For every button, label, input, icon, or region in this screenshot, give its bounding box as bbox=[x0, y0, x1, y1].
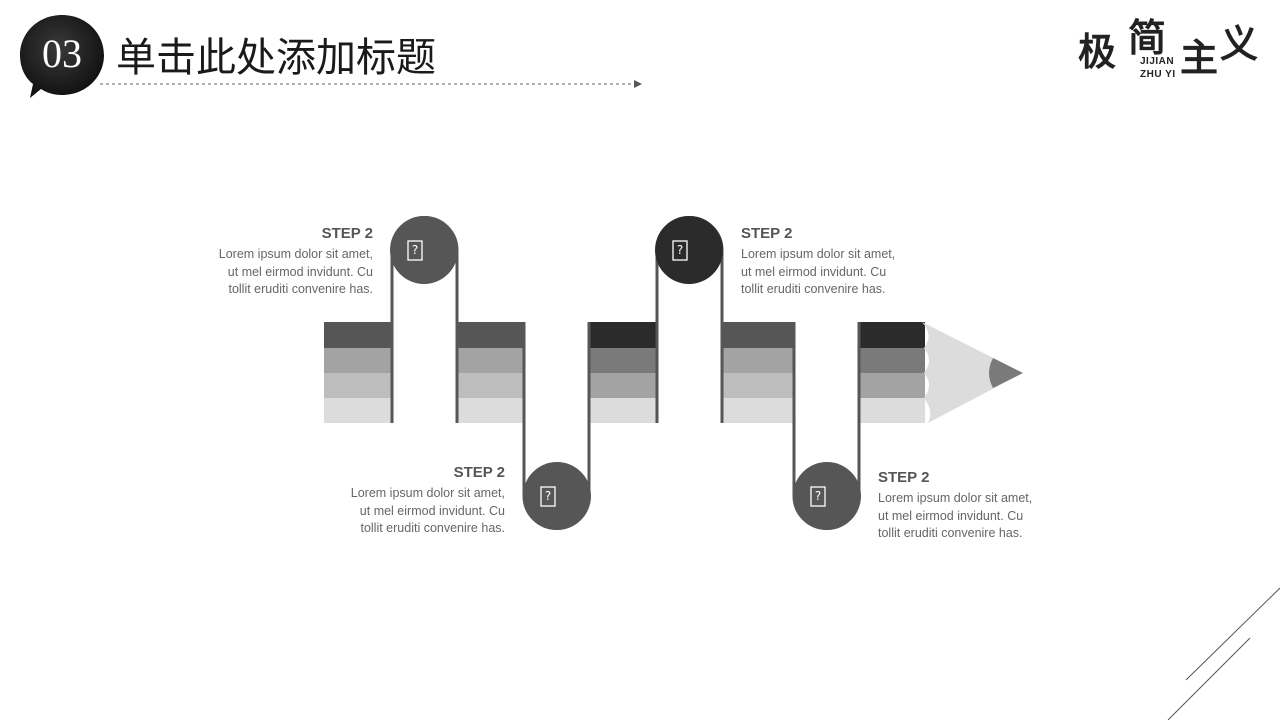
logo-subtitle-line1: JIJIAN bbox=[1140, 56, 1175, 67]
step-2-desc-line-2: ut mel eirmod invidunt. Cu bbox=[359, 503, 505, 518]
page-title[interactable]: 单击此处添加标题 bbox=[116, 35, 436, 81]
pencil-tip bbox=[922, 322, 1023, 423]
step-1-title: STEP 2 bbox=[321, 225, 373, 242]
pencil-segment-4 bbox=[722, 322, 795, 423]
step-3-circle bbox=[655, 216, 723, 284]
logo-char-2: 简 bbox=[1128, 16, 1167, 60]
pencil-segment-2 bbox=[457, 322, 525, 423]
step-3-title: STEP 2 bbox=[741, 225, 793, 242]
corner-decoration-lines bbox=[1167, 587, 1280, 720]
step-4-desc-line-1: Lorem ipsum dolor sit amet, bbox=[878, 491, 1033, 505]
pencil-segment-5 bbox=[859, 322, 925, 423]
step-1-desc-line-1: Lorem ipsum dolor sit amet, bbox=[218, 247, 373, 261]
step-3-icon-glyph: ? bbox=[676, 243, 684, 257]
step-3-desc-line-2: ut mel eirmod invidunt. Cu bbox=[741, 264, 887, 279]
logo-char-1: 极 bbox=[1078, 30, 1117, 74]
pencil-segment-3 bbox=[589, 322, 657, 423]
step-3-description: Lorem ipsum dolor sit amet, ut mel eirmo… bbox=[741, 246, 895, 299]
step-2-description: Lorem ipsum dolor sit amet, ut mel eirmo… bbox=[351, 485, 505, 538]
step-4-description: Lorem ipsum dolor sit amet, ut mel eirmo… bbox=[878, 490, 1032, 543]
step-2-placeholder-icon bbox=[540, 486, 556, 507]
step-1-icon-glyph: ? bbox=[411, 243, 419, 257]
step-2-desc-line-1: Lorem ipsum dolor sit amet, bbox=[350, 486, 505, 500]
logo-subtitle-line2: ZHU YI bbox=[1140, 69, 1176, 80]
pencil-segment-1 bbox=[324, 322, 392, 423]
title-underline-arrow bbox=[100, 80, 642, 88]
step-2-icon-glyph: ? bbox=[544, 489, 552, 503]
section-badge bbox=[20, 15, 104, 98]
step-2-circle bbox=[523, 462, 591, 530]
step-3-desc-line-3: tollit eruditi convenire has. bbox=[741, 282, 886, 297]
logo-char-4: 义 bbox=[1220, 22, 1259, 66]
logo-char-3: 主 bbox=[1180, 36, 1219, 80]
step-3-desc-line-1: Lorem ipsum dolor sit amet, bbox=[741, 247, 896, 261]
step-4-desc-line-2: ut mel eirmod invidunt. Cu bbox=[878, 508, 1024, 523]
step-2-desc-line-3: tollit eruditi convenire has. bbox=[360, 521, 505, 536]
step-3-placeholder-icon bbox=[672, 240, 688, 261]
step-1-desc-line-3: tollit eruditi convenire has. bbox=[228, 282, 373, 297]
step-1-desc-line-2: ut mel eirmod invidunt. Cu bbox=[227, 264, 373, 279]
step-1-circle bbox=[390, 216, 458, 284]
step-4-circle bbox=[793, 462, 861, 530]
step-4-desc-line-3: tollit eruditi convenire has. bbox=[878, 526, 1023, 541]
step-2-title: STEP 2 bbox=[453, 464, 505, 481]
step-4-placeholder-icon bbox=[810, 486, 826, 507]
step-4-title: STEP 2 bbox=[878, 469, 930, 486]
step-4-icon-glyph: ? bbox=[814, 489, 822, 503]
brand-logo: 极 简 主 义 JIJIAN ZHU YI bbox=[1076, 16, 1266, 86]
step-1-placeholder-icon bbox=[407, 240, 423, 261]
step-1-description: Lorem ipsum dolor sit amet, ut mel eirmo… bbox=[219, 246, 373, 299]
section-number: 03 bbox=[42, 31, 82, 76]
